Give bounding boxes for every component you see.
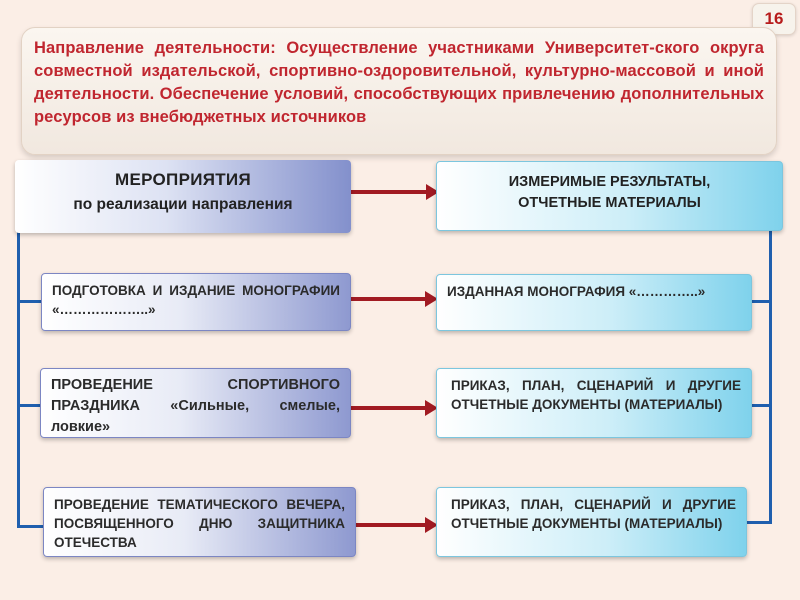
left-connector-line [17, 232, 20, 528]
arrow-right [351, 184, 439, 200]
events-title: МЕРОПРИЯТИЯ [115, 170, 251, 189]
event-text: ПОДГОТОВКА И ИЗДАНИЕ МОНОГРАФИИ «……………….… [52, 283, 340, 317]
events-header-box: МЕРОПРИЯТИЯ по реализации направления [15, 160, 351, 233]
event-box: ПОДГОТОВКА И ИЗДАНИЕ МОНОГРАФИИ «……………….… [41, 273, 351, 331]
left-branch-line [17, 404, 41, 407]
right-branch-line [752, 404, 772, 407]
result-box: ИЗДАННАЯ МОНОГРАФИЯ «…………..» [436, 274, 752, 331]
arrow-right [350, 291, 438, 307]
events-subtitle: по реализации направления [73, 196, 293, 213]
result-text: ПРИКАЗ, ПЛАН, СЦЕНАРИЙ И ДРУГИЕ ОТЧЕТНЫЕ… [451, 378, 741, 412]
event-box: ПРОВЕДЕНИЕ ТЕМАТИЧЕСКОГО ВЕЧЕРА, ПОСВЯЩЕ… [43, 487, 356, 557]
right-connector-line [769, 231, 772, 524]
results-title: ИЗМЕРИМЫЕ РЕЗУЛЬТАТЫ, ОТЧЕТНЫЕ МАТЕРИАЛЫ [508, 174, 711, 211]
event-text: ПРОВЕДЕНИЕ СПОРТИВНОГО ПРАЗДНИКА «Сильны… [51, 377, 340, 435]
left-branch-line [17, 525, 43, 528]
arrow-right [356, 517, 438, 533]
result-text: ПРИКАЗ, ПЛАН, СЦЕНАРИЙ И ДРУГИЕ ОТЧЕТНЫЕ… [451, 497, 736, 531]
direction-header: Направление деятельности: Осуществление … [21, 27, 777, 155]
result-box: ПРИКАЗ, ПЛАН, СЦЕНАРИЙ И ДРУГИЕ ОТЧЕТНЫЕ… [436, 487, 747, 557]
results-header-box: ИЗМЕРИМЫЕ РЕЗУЛЬТАТЫ, ОТЧЕТНЫЕ МАТЕРИАЛЫ [436, 161, 783, 231]
result-box: ПРИКАЗ, ПЛАН, СЦЕНАРИЙ И ДРУГИЕ ОТЧЕТНЫЕ… [436, 368, 752, 438]
right-branch-line [752, 300, 772, 303]
arrow-right [350, 400, 438, 416]
event-box: ПРОВЕДЕНИЕ СПОРТИВНОГО ПРАЗДНИКА «Сильны… [40, 368, 351, 438]
event-text: ПРОВЕДЕНИЕ ТЕМАТИЧЕСКОГО ВЕЧЕРА, ПОСВЯЩЕ… [54, 497, 345, 550]
result-text: ИЗДАННАЯ МОНОГРАФИЯ «…………..» [447, 284, 706, 299]
left-branch-line [17, 300, 41, 303]
right-branch-line [747, 521, 772, 524]
